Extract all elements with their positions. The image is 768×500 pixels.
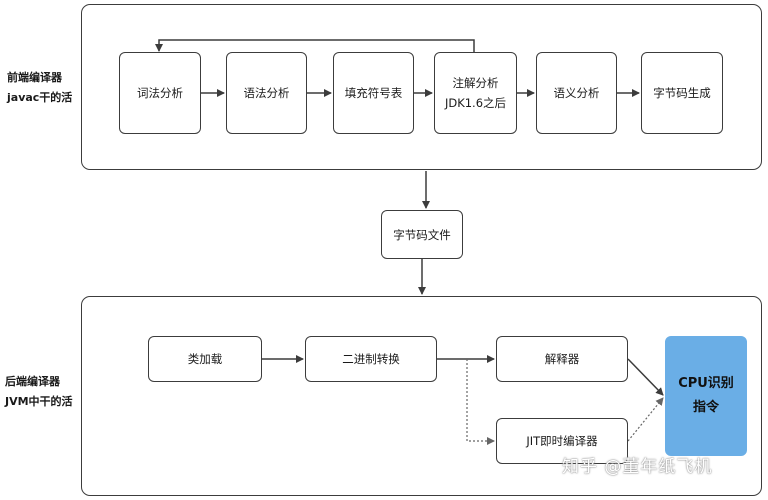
- cpu-label-line2: 指令: [692, 400, 719, 415]
- annotation-label-line2: JDK1.6之后: [444, 96, 507, 110]
- class-loading-label: 类加载: [187, 352, 223, 366]
- backend-compiler-panel: [81, 296, 762, 496]
- arrow-jit-to-cpu-dotted: [627, 397, 664, 442]
- bytecode-generation-label: 字节码生成: [653, 86, 711, 100]
- frontend-compiler-label: 前端编译器 javac干的活: [7, 68, 72, 108]
- jit-compiler-label: JIT即时编译器: [526, 434, 598, 448]
- lexical-analysis-node: 词法分析: [119, 52, 201, 134]
- symbol-table-label: 填充符号表: [344, 86, 403, 100]
- frontend-label-line2: javac干的活: [7, 91, 73, 104]
- backend-compiler-label: 后端编译器 JVM中干的活: [5, 372, 73, 412]
- jit-compiler-node: JIT即时编译器: [496, 418, 628, 464]
- backend-label-line2: JVM中干的活: [5, 395, 73, 408]
- semantic-analysis-node: 语义分析: [536, 52, 617, 134]
- class-loading-node: 类加载: [148, 336, 262, 382]
- arrow-interpreter-to-cpu: [627, 358, 664, 396]
- arrow-binary-to-jit-dotted: [466, 359, 495, 445]
- backend-label-line1: 后端编译器: [5, 375, 60, 388]
- annotation-label-line1: 注解分析: [452, 76, 499, 90]
- frontend-label-line1: 前端编译器: [7, 71, 62, 84]
- lexical-analysis-label: 词法分析: [137, 86, 183, 100]
- cpu-label-line1: CPU识别: [678, 376, 734, 391]
- cpu-instruction-node: CPU识别 指令: [665, 336, 747, 456]
- semantic-analysis-label: 语义分析: [553, 86, 600, 100]
- bytecode-file-label: 字节码文件: [393, 227, 451, 242]
- arrow-annotation-loop-back: [155, 39, 475, 52]
- binary-conversion-node: 二进制转换: [305, 336, 437, 382]
- interpreter-node: 解释器: [496, 336, 628, 382]
- annotation-analysis-node: 注解分析 JDK1.6之后: [434, 52, 517, 134]
- symbol-table-node: 填充符号表: [333, 52, 414, 134]
- binary-conversion-label: 二进制转换: [342, 352, 400, 366]
- syntax-analysis-node: 语法分析: [226, 52, 307, 134]
- interpreter-label: 解释器: [544, 352, 580, 366]
- bytecode-file-node: 字节码文件: [381, 210, 463, 259]
- bytecode-generation-node: 字节码生成: [641, 52, 723, 134]
- syntax-analysis-label: 语法分析: [243, 86, 290, 100]
- zhihu-watermark: 知乎 @董年纸飞机: [562, 457, 713, 477]
